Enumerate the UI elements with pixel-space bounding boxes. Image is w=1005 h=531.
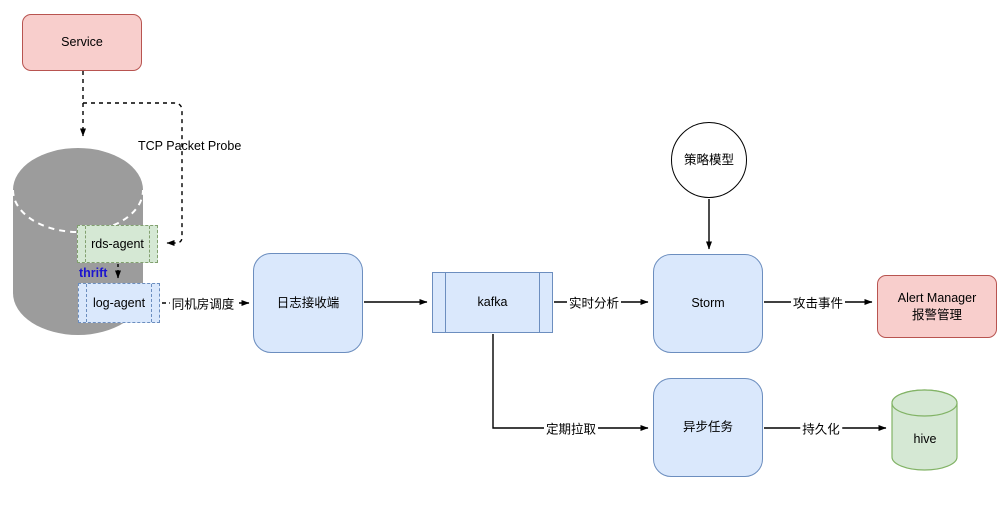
tcp-packet-probe-label: TCP Packet Probe [138, 139, 242, 153]
node-storm-label: Storm [691, 296, 725, 311]
kafka-left-bar [445, 273, 446, 332]
node-alert-manager-line1: Alert Manager [897, 290, 977, 305]
edge-label-realtime-analysis: 实时分析 [566, 292, 622, 312]
node-log-agent: log-agent [78, 283, 160, 323]
node-async-task: 异步任务 [653, 378, 763, 477]
edge-kafka-to-async [492, 334, 649, 431]
log-agent-left-bar [86, 284, 87, 322]
node-strategy-model-label: 策略模型 [683, 152, 734, 167]
node-alert-manager: Alert Manager 报警管理 [877, 275, 997, 338]
kafka-right-bar [539, 273, 540, 332]
hive-cylinder-top [891, 389, 958, 417]
hive-cylinder [891, 389, 958, 471]
edge-label-same-dc-dispatch: 同机房调度 [169, 293, 237, 313]
edge-label-attack-event: 攻击事件 [790, 292, 846, 312]
node-storm: Storm [653, 254, 763, 353]
edge-label-persistence: 持久化 [800, 418, 842, 438]
edge-label-periodic-pull: 定期拉取 [543, 418, 599, 438]
thrift-label: thrift [79, 266, 108, 280]
node-strategy-model: 策略模型 [671, 122, 747, 198]
node-service: Service [22, 14, 142, 71]
node-alert-manager-line2: 报警管理 [911, 307, 962, 322]
node-async-task-label: 异步任务 [682, 420, 733, 435]
node-kafka: kafka [432, 272, 553, 333]
node-hive-label: hive [913, 432, 937, 446]
node-rds-agent-label: rds-agent [91, 236, 144, 251]
node-log-agent-label: log-agent [92, 295, 146, 310]
node-rds-agent: rds-agent [77, 225, 158, 263]
node-log-receiver: 日志接收端 [253, 253, 363, 353]
log-agent-right-bar [151, 284, 152, 322]
node-kafka-label: kafka [477, 295, 508, 310]
rds-agent-right-bar [149, 226, 150, 262]
rds-agent-left-bar [85, 226, 86, 262]
node-service-label: Service [61, 35, 103, 50]
node-log-receiver-label: 日志接收端 [276, 295, 340, 310]
